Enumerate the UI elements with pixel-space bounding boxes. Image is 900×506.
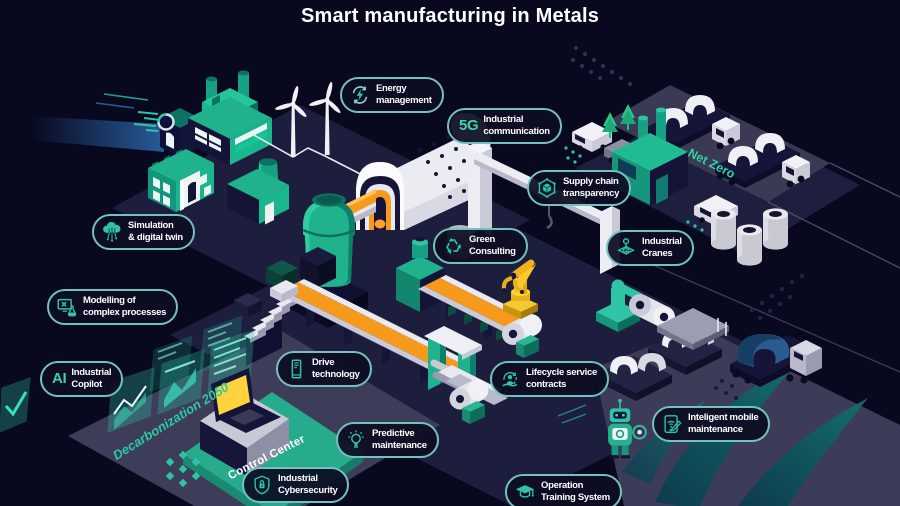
callout-operation-training-system: Operation Training System: [505, 474, 622, 506]
callout-label: Industrial Cranes: [642, 236, 682, 259]
dark-dots-small: [714, 379, 738, 400]
yellow-robot-arm: [501, 258, 538, 319]
teal-robot-arm: [596, 279, 675, 332]
wind-turbine: [275, 86, 307, 157]
5g-prefix: 5G: [459, 116, 479, 134]
coil-platforms: [598, 308, 729, 401]
school-building: [148, 149, 214, 212]
callout-industrial-cybersecurity: Industrial Cybersecurity: [242, 467, 350, 503]
callout-industrial-copilot: AI Industrial Copilot: [40, 361, 124, 397]
recycle-icon: [446, 237, 462, 255]
steel-coil-upright: [763, 208, 788, 250]
wind-turbine: [309, 82, 341, 155]
drive-icon: [291, 359, 302, 379]
dark-dots: [749, 273, 805, 321]
steel-coil-upright: [711, 208, 736, 250]
delivery-van: [572, 122, 612, 152]
floor-dots: [165, 450, 201, 488]
steel-coil-stack: [711, 208, 788, 266]
callout-label: Drive technology: [312, 357, 360, 380]
crane-hook-icon: [617, 238, 635, 255]
warehouse-building: [227, 158, 289, 225]
callout-label: Industrial Copilot: [71, 367, 112, 390]
stairs: [234, 293, 298, 366]
digital-twin-icon: [103, 221, 121, 242]
belt-end-drum: [502, 314, 542, 358]
callout-green-consulting: Green Consulting: [433, 228, 528, 264]
callout-inteligent-mobile-maintenance: Inteligent mobile maintenance: [652, 406, 771, 442]
ai-prefix: AI: [52, 369, 67, 387]
callout-predictive-maintenance: Predictive maintenance: [336, 422, 439, 458]
net-zero-factory: [602, 104, 688, 205]
speed-lines: [557, 404, 587, 424]
callout-label: Modelling of complex processes: [83, 295, 167, 318]
callout-label: Lifecycle service contracts: [526, 367, 597, 390]
callout-label: Industrial communication: [483, 114, 550, 137]
callout-supply-chain-transparency: Supply chain transparency: [527, 170, 632, 206]
page-title: Smart manufacturing in Metals: [300, 5, 600, 27]
service-robot: [608, 398, 647, 459]
steel-coil: [610, 353, 666, 375]
mini-dots: [686, 220, 704, 232]
rolling-mill-stand: [424, 326, 508, 424]
callout-label: Simulation & digital twin: [128, 220, 183, 243]
factory-building: [188, 70, 272, 165]
mobile-icon: [664, 415, 682, 433]
callout-label: Green Consulting: [469, 234, 516, 257]
callout-label: Industrial Cybersecurity: [278, 473, 338, 496]
energy-icon: [352, 86, 368, 104]
callout-simulation-digital-twin: Simulation & digital twin: [92, 214, 195, 250]
modelling-icon: [57, 298, 77, 317]
conveyor-belt-1: [270, 279, 476, 384]
callout-label: Energy management: [376, 83, 432, 106]
steel-coil-upright: [737, 224, 762, 266]
output-drum: [449, 379, 489, 424]
dotted-trails: [571, 46, 632, 86]
callout-industrial-cranes: Industrial Cranes: [606, 230, 694, 266]
callout-label: Supply chain transparency: [563, 176, 620, 199]
callout-lifecycle-service-contracts: Lifecycle service contracts: [490, 361, 609, 397]
shield-lock-icon: [254, 475, 270, 495]
lifecycle-icon: [502, 371, 518, 387]
mini-dots: [564, 146, 582, 164]
callout-label: Inteligent mobile maintenance: [688, 412, 759, 435]
projection-beam: [30, 93, 164, 152]
blue-coil-truck: [730, 334, 822, 387]
callout-energy-management: Energy management: [340, 77, 444, 113]
supply-chain-icon: [538, 178, 556, 198]
callout-drive-technology: Drive technology: [276, 351, 372, 387]
tree: [602, 104, 636, 138]
coil-truck: [715, 133, 810, 188]
callout-label: Predictive maintenance: [372, 428, 427, 451]
callout-modelling-of-complex-processes: Modelling of complex processes: [47, 289, 179, 325]
graduation-cap-icon: [515, 485, 535, 498]
wind-turbines: [275, 82, 341, 157]
callout-industrial-communication: 5G Industrial communication: [447, 108, 562, 144]
lightbulb-icon: [348, 430, 364, 448]
callout-label: Operation Training System: [541, 480, 610, 503]
holo-screens: [0, 315, 255, 433]
